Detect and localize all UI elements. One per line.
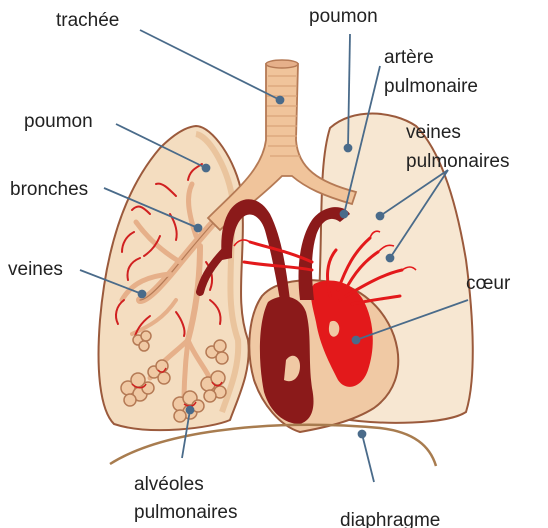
leader-veins-dot xyxy=(139,291,146,298)
trachea-opening xyxy=(266,60,298,68)
leader-trachea xyxy=(140,30,280,100)
leader-heart-dot xyxy=(353,337,360,344)
label-diaphragm: diaphragme xyxy=(340,510,440,528)
leader-bronchi-dot xyxy=(195,225,202,232)
leader-trachea-dot xyxy=(277,97,284,104)
label-alveoli-2: pulmonaires xyxy=(134,502,238,523)
label-alveoli-1: alvéoles xyxy=(134,474,204,495)
label-pulmonary-artery-1: artère xyxy=(384,47,434,68)
label-pulmonary-artery-2: pulmonaire xyxy=(384,76,478,97)
leader-lung-left-dot xyxy=(203,165,210,172)
label-pulmonary-veins-2: pulmonaires xyxy=(406,151,510,172)
leader-alveoli-dot xyxy=(187,407,194,414)
label-pulmonary-veins-1: veines xyxy=(406,122,461,143)
label-trachea: trachée xyxy=(56,10,119,31)
label-bronchi: bronches xyxy=(10,179,88,200)
label-heart: cœur xyxy=(466,273,511,294)
leader-pulmonary-veins-1-dot xyxy=(377,213,384,220)
leader-diaphragm xyxy=(362,434,374,482)
label-veins: veines xyxy=(8,259,63,280)
leader-lung-right-dot xyxy=(345,145,352,152)
label-lung-left: poumon xyxy=(24,111,93,132)
leader-pulmonary-artery-dot xyxy=(341,211,348,218)
leader-pulmonary-veins-2-dot xyxy=(387,255,394,262)
label-lung-right: poumon xyxy=(309,6,378,27)
leader-diaphragm-dot xyxy=(359,431,366,438)
